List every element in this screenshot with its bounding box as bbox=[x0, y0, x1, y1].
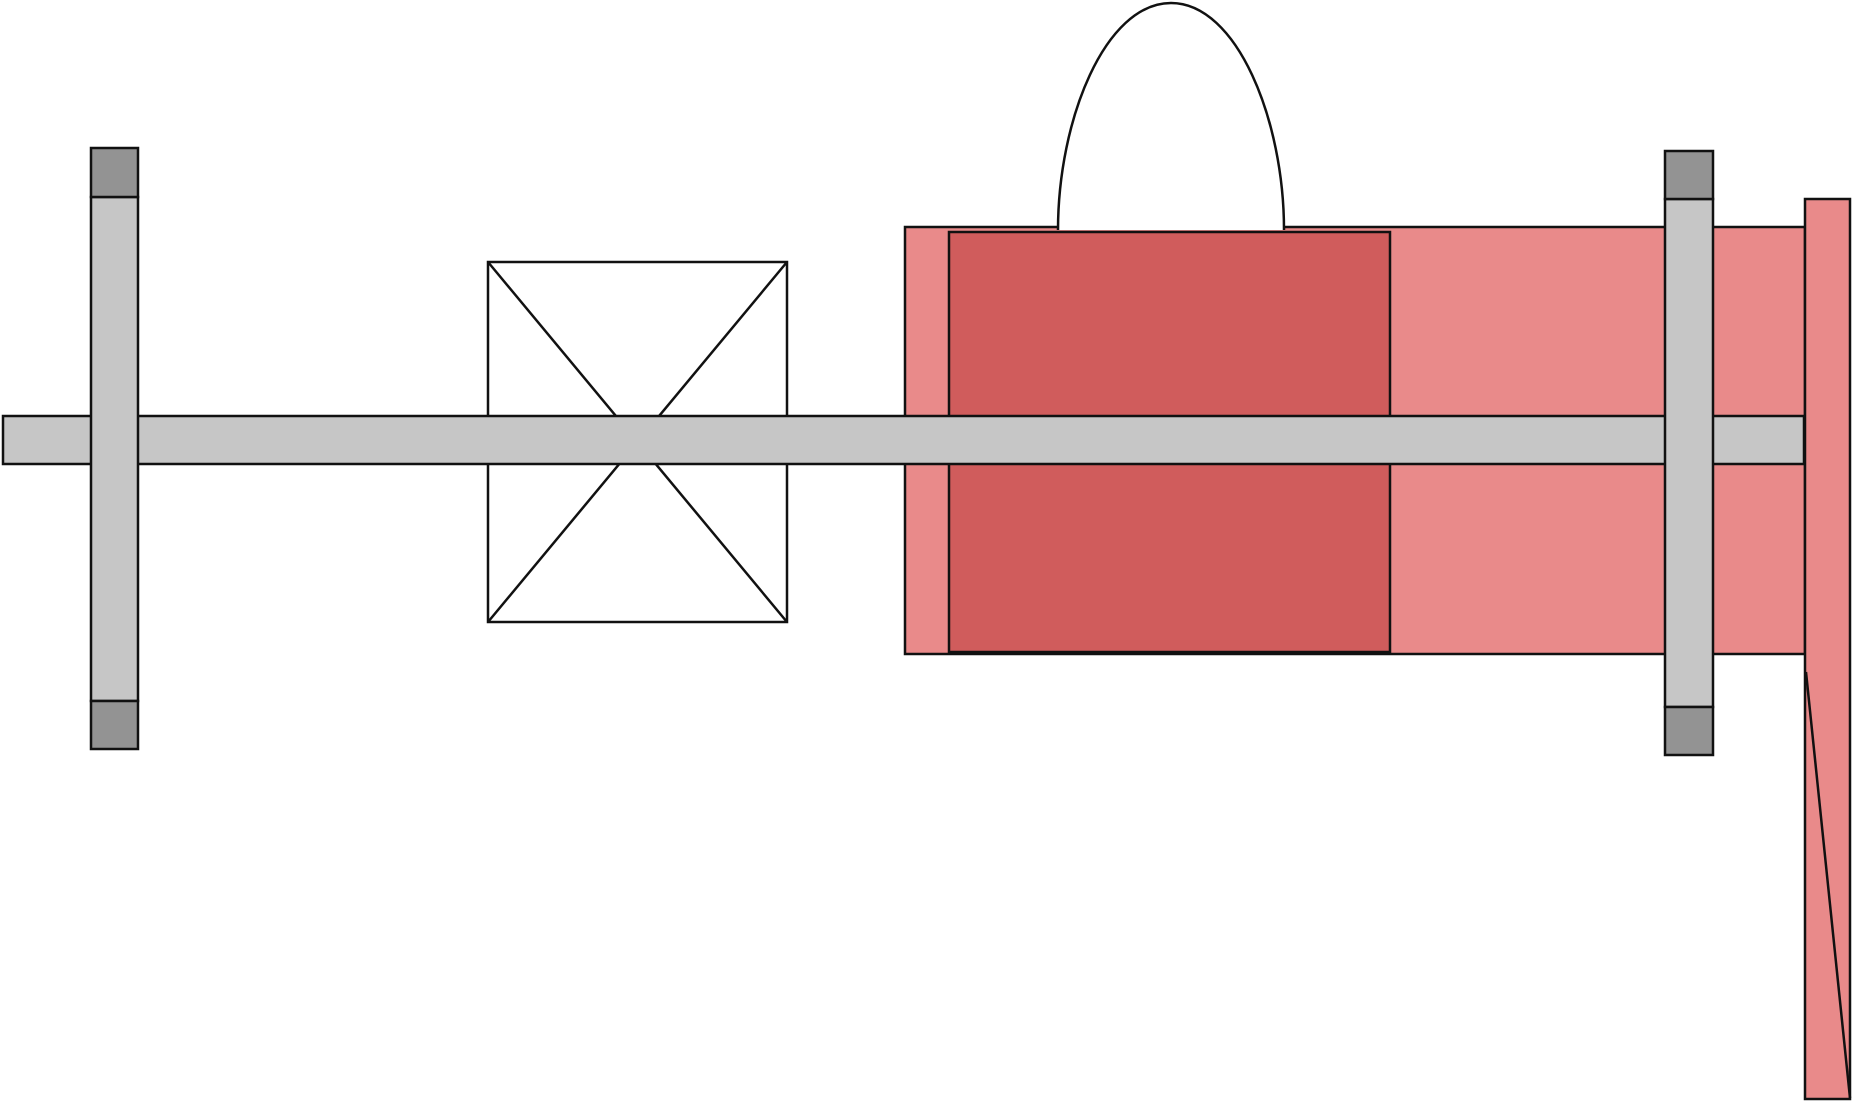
left-post-top-collar bbox=[89, 146, 140, 199]
left-post-bar bbox=[89, 195, 140, 703]
right-post-top-collar bbox=[1663, 149, 1715, 201]
left-bearing-post bbox=[89, 146, 140, 751]
right-post-bottom-collar bbox=[1663, 705, 1715, 757]
left-post-bottom-collar bbox=[89, 699, 140, 751]
end-plate-diagonal bbox=[1804, 671, 1852, 1099]
end-plate bbox=[1803, 197, 1852, 1101]
arch-handle bbox=[1056, 1, 1286, 231]
horizontal-shaft bbox=[1, 414, 1806, 466]
right-post-bar bbox=[1663, 197, 1715, 709]
right-bearing-post bbox=[1663, 149, 1715, 757]
